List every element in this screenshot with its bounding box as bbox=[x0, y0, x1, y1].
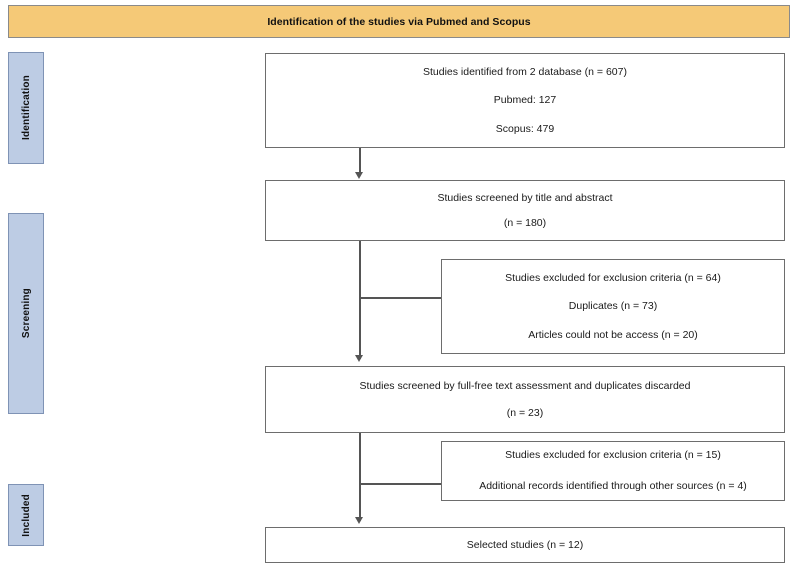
stage-label-identification: Identification bbox=[8, 52, 44, 164]
node-studies-identified-line-3: Scopus: 479 bbox=[495, 122, 555, 135]
node-studies-screened-line-2: (n = 180) bbox=[503, 216, 547, 229]
node-studies-fulltext: Studies screened by full-free text asses… bbox=[265, 366, 785, 433]
diagram-title: Identification of the studies via Pubmed… bbox=[267, 15, 531, 28]
arrowhead-screened-to-fulltext-icon bbox=[355, 355, 363, 362]
node-studies-excluded-1-line-2: Duplicates (n = 73) bbox=[568, 300, 658, 313]
node-studies-identified-line-1: Studies identified from 2 database (n = … bbox=[422, 65, 627, 78]
connector-fulltext-to-excluded-2 bbox=[359, 483, 442, 485]
stage-label-screening: Screening bbox=[8, 213, 44, 414]
node-studies-screened-line-1: Studies screened by title and abstract bbox=[437, 191, 613, 204]
node-studies-fulltext-line-2: (n = 23) bbox=[506, 406, 544, 419]
node-studies-fulltext-line-1: Studies screened by full-free text asses… bbox=[359, 379, 691, 392]
node-studies-excluded-2-line-1: Studies excluded for exclusion criteria … bbox=[505, 449, 721, 462]
connector-identified-to-screened bbox=[359, 148, 361, 174]
stage-label-screening-text: Screening bbox=[20, 288, 32, 339]
connector-screened-to-excluded-1 bbox=[359, 297, 442, 299]
node-selected-studies-line-1: Selected studies (n = 12) bbox=[466, 538, 584, 551]
node-selected-studies: Selected studies (n = 12) bbox=[265, 527, 785, 563]
diagram-header-banner: Identification of the studies via Pubmed… bbox=[8, 5, 790, 38]
stage-label-included: Included bbox=[8, 484, 44, 546]
connector-screened-to-fulltext bbox=[359, 241, 361, 359]
node-studies-excluded-1-line-1: Studies excluded for exclusion criteria … bbox=[505, 271, 721, 284]
node-studies-excluded-1: Studies excluded for exclusion criteria … bbox=[441, 259, 785, 354]
arrowhead-fulltext-to-selected-icon bbox=[355, 517, 363, 524]
node-studies-identified-line-2: Pubmed: 127 bbox=[493, 94, 557, 107]
connector-fulltext-to-selected bbox=[359, 433, 361, 521]
node-studies-excluded-2: Studies excluded for exclusion criteria … bbox=[441, 441, 785, 501]
node-studies-excluded-2-line-2: Additional records identified through ot… bbox=[479, 480, 747, 492]
stage-label-identification-text: Identification bbox=[20, 75, 32, 141]
node-studies-identified: Studies identified from 2 database (n = … bbox=[265, 53, 785, 148]
arrowhead-identified-to-screened-icon bbox=[355, 172, 363, 179]
node-studies-excluded-1-line-3: Articles could not be access (n = 20) bbox=[528, 328, 698, 341]
stage-label-included-text: Included bbox=[20, 493, 32, 537]
node-studies-screened: Studies screened by title and abstract (… bbox=[265, 180, 785, 241]
